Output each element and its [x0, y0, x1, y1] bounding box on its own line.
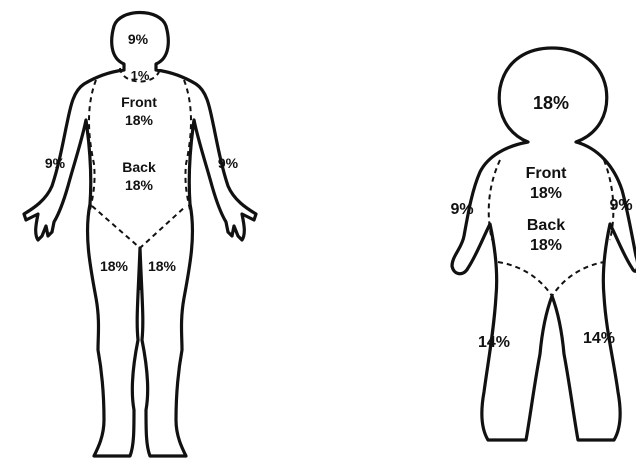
- adult-left-arm-label: 9%: [218, 155, 239, 171]
- child-back-label: Back: [527, 217, 565, 234]
- child-front-label: Front: [526, 165, 568, 182]
- child-left-arm-label: 9%: [609, 197, 632, 214]
- adult-back-percent: 18%: [125, 177, 154, 193]
- adult-front-percent: 18%: [125, 112, 154, 128]
- adult-left-leg-label: 18%: [148, 258, 177, 274]
- child-right-leg-label: 14%: [478, 334, 510, 351]
- adult-neck-label: 1%: [131, 68, 150, 83]
- adult-head-label: 9%: [128, 31, 149, 47]
- adult-right-arm-label: 9%: [45, 155, 66, 171]
- child-head-label: 18%: [533, 93, 569, 113]
- child-back-percent: 18%: [530, 237, 562, 254]
- adult-front-label: Front: [121, 94, 157, 110]
- adult-figure: 9% 1% Front 18% Back 18% 9% 9% 18% 18%: [24, 13, 256, 457]
- child-figure: 18% Front 18% Back 18% 9% 9% 14% 14%: [450, 48, 636, 440]
- child-left-leg-label: 14%: [583, 330, 615, 347]
- adult-right-leg-label: 18%: [100, 258, 129, 274]
- child-front-percent: 18%: [530, 185, 562, 202]
- adult-back-label: Back: [122, 159, 156, 175]
- child-right-arm-label: 9%: [450, 201, 473, 218]
